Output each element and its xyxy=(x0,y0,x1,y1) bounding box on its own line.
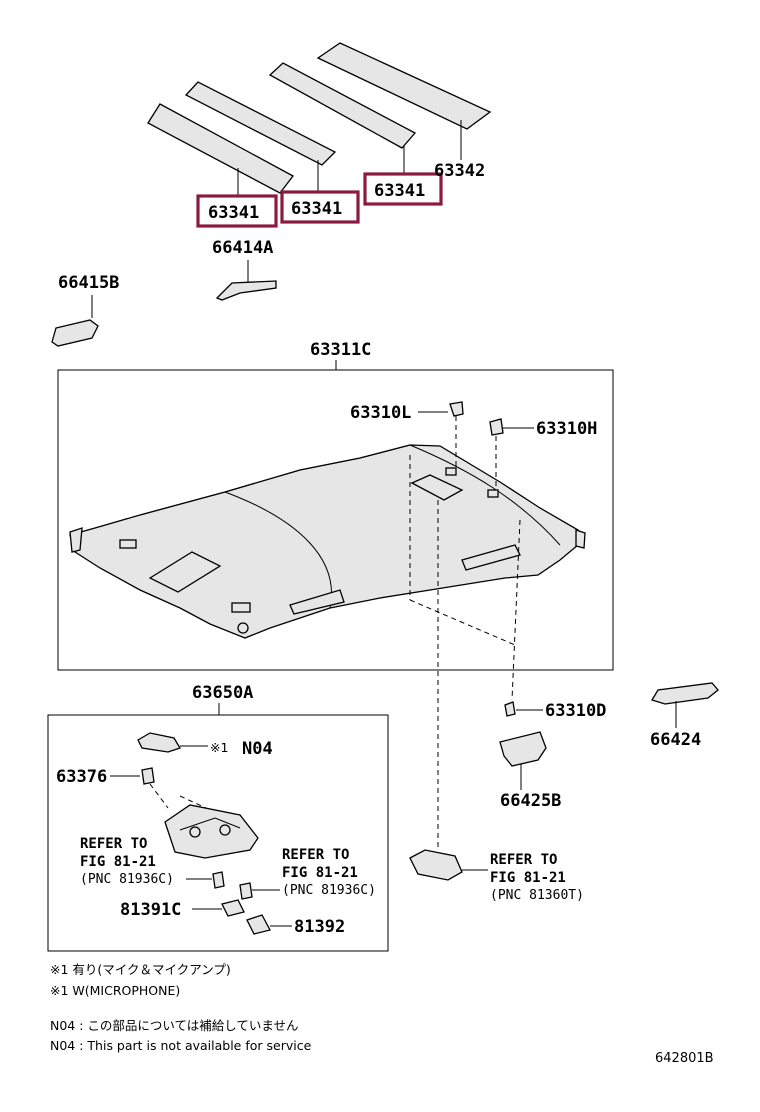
clip-63310L[interactable] xyxy=(449,401,464,417)
label-63341-c[interactable]: 63341 xyxy=(374,181,425,201)
refer-right-line2: FIG 81-21 xyxy=(490,870,566,886)
label-63376[interactable]: 63376 xyxy=(56,767,107,787)
label-66425B[interactable]: 66425B xyxy=(500,791,561,811)
refer-right-line1: REFER TO xyxy=(490,852,557,868)
label-63310H[interactable]: 63310H xyxy=(536,419,597,439)
label-66415B[interactable]: 66415B xyxy=(58,273,119,293)
note1-en: ※1 W(MICROPHONE) xyxy=(50,983,180,998)
label-66424[interactable]: 66424 xyxy=(650,730,701,750)
label-63341-b[interactable]: 63341 xyxy=(291,199,342,219)
n04-note-en: N04 : This part is not available for ser… xyxy=(50,1038,312,1053)
bulb-left[interactable] xyxy=(212,871,225,889)
assist-grip-66424[interactable] xyxy=(651,682,719,705)
refer-right-line3: (PNC 81360T) xyxy=(490,888,584,903)
label-63341-a[interactable]: 63341 xyxy=(208,203,259,223)
bulb-mid[interactable] xyxy=(239,882,253,900)
lens-81392[interactable] xyxy=(246,914,271,935)
label-63310L[interactable]: 63310L xyxy=(350,403,411,423)
trim-strips xyxy=(147,42,492,194)
refer-mid-line1: REFER TO xyxy=(282,847,349,863)
console-assembly-frame xyxy=(47,714,389,952)
clip-66415B[interactable] xyxy=(51,319,99,347)
refer-left-line2: FIG 81-21 xyxy=(80,854,156,870)
label-N04[interactable]: N04 xyxy=(242,739,273,759)
highlight-box-63341-b xyxy=(280,190,360,224)
map-lamp-opening xyxy=(410,474,464,501)
microphone-part[interactable] xyxy=(137,732,181,753)
sunroof-opening xyxy=(148,551,222,593)
overhead-console[interactable] xyxy=(164,804,259,859)
clip-63310H[interactable] xyxy=(489,418,504,436)
holder-66425B[interactable] xyxy=(499,731,547,767)
trim-strip-1[interactable] xyxy=(147,103,294,194)
trim-strip-4[interactable] xyxy=(316,42,492,130)
label-63311C[interactable]: 63311C xyxy=(310,340,371,360)
refer-mid-line3: (PNC 81936C) xyxy=(282,883,376,898)
screw-63376[interactable] xyxy=(141,767,155,785)
label-63650A[interactable]: 63650A xyxy=(192,683,253,703)
trim-strip-3[interactable] xyxy=(268,62,417,149)
label-63342[interactable]: 63342 xyxy=(434,161,485,181)
room-lamp-81360T[interactable] xyxy=(409,849,463,881)
label-81392[interactable]: 81392 xyxy=(294,917,345,937)
highlight-box-63341-a xyxy=(196,194,278,228)
refer-left-line1: REFER TO xyxy=(80,836,147,852)
label-81391C[interactable]: 81391C xyxy=(120,900,181,920)
headliner-assembly-frame xyxy=(57,369,614,671)
refer-mid-line2: FIG 81-21 xyxy=(282,865,358,881)
trim-strip-2[interactable] xyxy=(184,81,337,166)
bracket-66414A[interactable] xyxy=(215,280,277,301)
note1-jp: ※1 有り(マイク＆マイクアンプ) xyxy=(50,962,231,977)
figure-code: 642801B xyxy=(655,1051,714,1066)
headliner-panel[interactable] xyxy=(69,444,586,639)
clip-63310D[interactable] xyxy=(504,701,516,717)
refer-left-line3: (PNC 81936C) xyxy=(80,872,174,887)
highlight-box-63341-c xyxy=(363,172,443,206)
label-66414A[interactable]: 66414A xyxy=(212,238,273,258)
lens-81391C[interactable] xyxy=(221,899,245,917)
label-63310D[interactable]: 63310D xyxy=(545,701,606,721)
n04-note-jp: N04 : この部品については補給していません xyxy=(50,1018,299,1033)
n04-mark: ※1 xyxy=(210,740,228,755)
